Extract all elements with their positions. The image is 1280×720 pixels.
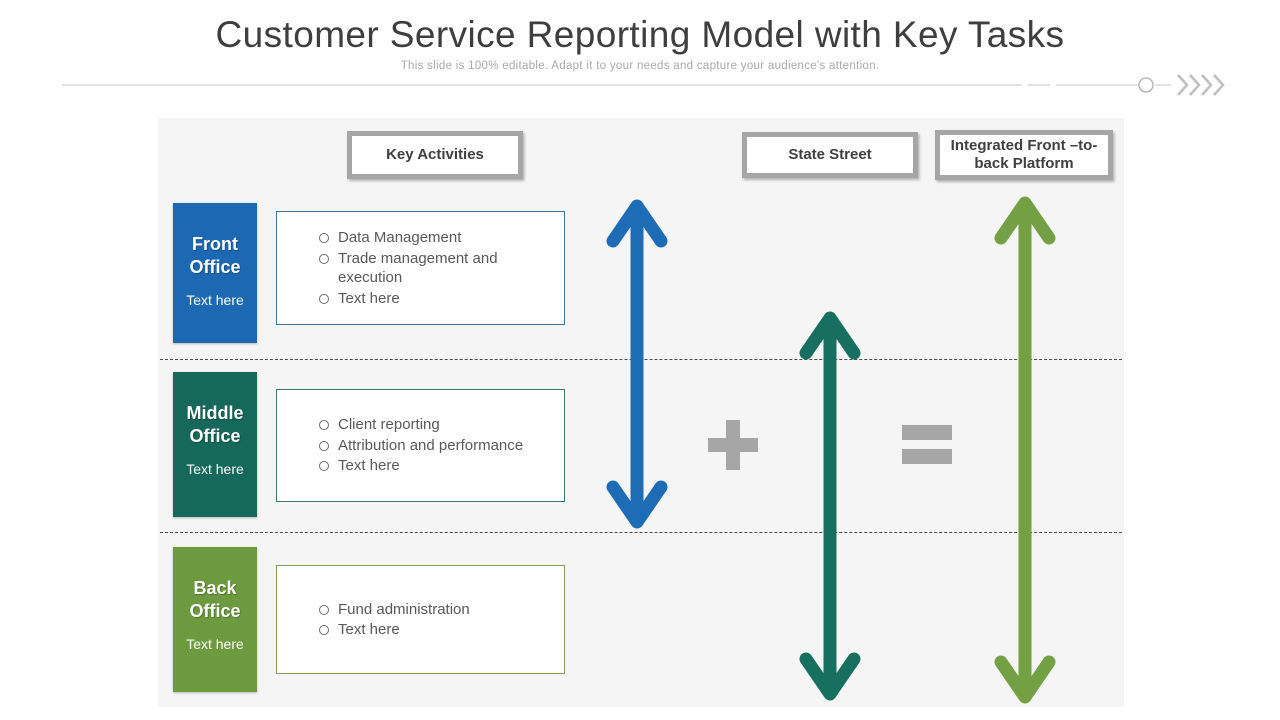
list-item: Client reporting [319, 415, 523, 435]
equals-icon [902, 425, 952, 464]
front-office-activities-box: Data Management Trade management and exe… [276, 211, 565, 325]
list-item: Fund administration [319, 600, 470, 620]
row-separator [160, 532, 1122, 533]
middle-office-note: Text here [186, 461, 244, 477]
front-office-note: Text here [186, 292, 244, 308]
circle-bullet-icon [319, 461, 329, 472]
middle-office-block: Middle Office Text here [173, 372, 257, 517]
back-office-activities-list: Fund administration Text here [277, 599, 478, 641]
front-office-activities-list: Data Management Trade management and exe… [277, 227, 564, 309]
page-title: Customer Service Reporting Model with Ke… [215, 14, 1065, 55]
back-office-block: Back Office Text here [173, 547, 257, 692]
list-item-text: Text here [338, 621, 400, 638]
page-subtitle: This slide is 100% editable. Adapt it to… [400, 59, 880, 72]
circle-bullet-icon [319, 293, 329, 304]
circle-bullet-icon [319, 604, 329, 615]
list-item: Attribution and performance [319, 436, 523, 456]
circle-bullet-icon [319, 420, 329, 431]
olive-double-arrow-icon [994, 196, 1056, 704]
column-header-integrated-platform: Integrated Front –to-back Platform [935, 130, 1113, 180]
middle-office-activities-box: Client reporting Attribution and perform… [276, 389, 565, 502]
list-item-text: Text here [338, 457, 400, 475]
list-item: Text here [319, 456, 523, 476]
list-item: Text here [319, 620, 470, 640]
column-header-state-street: State Street [742, 132, 918, 178]
middle-office-activities-list: Client reporting Attribution and perform… [277, 414, 531, 477]
list-item-text: Trade management and execution [338, 249, 498, 287]
diagram-panel: Key Activities State Street Integrated F… [158, 118, 1124, 707]
list-item: Trade management and execution [319, 249, 556, 288]
circle-icon [1138, 77, 1154, 93]
circle-bullet-icon [319, 253, 329, 264]
list-item: Data Management [319, 228, 556, 248]
list-item-text: Text here [338, 289, 400, 307]
circle-bullet-icon [319, 233, 329, 243]
list-item-text: Fund administration [338, 600, 470, 618]
back-office-activities-box: Fund administration Text here [276, 565, 565, 674]
blue-double-arrow-icon [606, 199, 668, 529]
header-divider-decoration [62, 74, 1225, 96]
chevrons-right-icon [1177, 74, 1225, 96]
circle-bullet-icon [319, 440, 329, 451]
middle-office-label: Middle Office [186, 403, 244, 446]
list-item: Text here [319, 289, 556, 309]
front-office-label: Front Office [189, 234, 241, 277]
back-office-note: Text here [186, 636, 244, 652]
plus-icon [708, 420, 758, 470]
back-office-label: Back Office [189, 578, 241, 621]
teal-double-arrow-icon [799, 311, 861, 701]
list-item-text: Client reporting [338, 416, 440, 434]
list-item-text: Data Management [338, 229, 462, 246]
column-header-key-activities: Key Activities [347, 131, 523, 179]
circle-bullet-icon [319, 625, 329, 635]
front-office-block: Front Office Text here [173, 203, 257, 343]
list-item-text: Attribution and performance [338, 436, 524, 454]
